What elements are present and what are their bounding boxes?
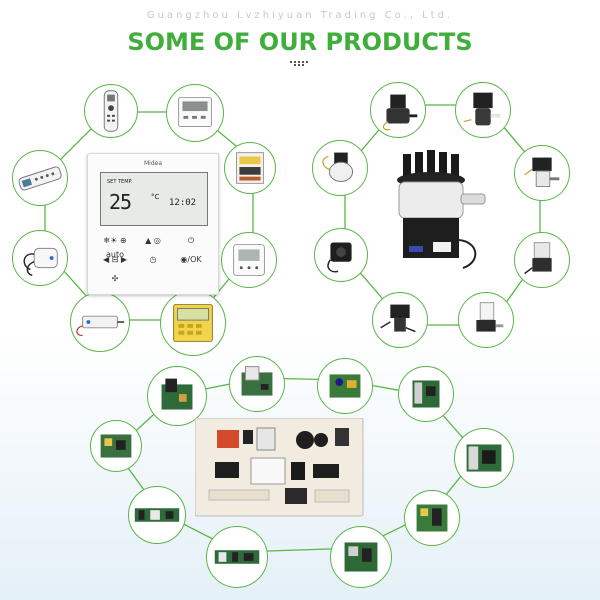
board-node-4 — [398, 366, 454, 422]
board-node-3 — [317, 358, 373, 414]
drain-pump — [397, 150, 486, 269]
temperature-readout: 25 — [109, 190, 132, 214]
thermostat-node — [166, 84, 224, 142]
pump-node-5 — [314, 228, 368, 282]
pump-node-2 — [455, 82, 511, 138]
panel-controller-node — [224, 142, 276, 194]
receiver-module-node — [12, 230, 68, 286]
remote-flat-node — [12, 150, 68, 206]
board-node-7 — [128, 486, 186, 544]
keypad: ❄☀ ⊕ auto ▲ ◎ ⏻ ◀ ⊟ ▶ ◷ ◉/OK ✣ — [98, 234, 208, 290]
remote-control-node — [84, 84, 138, 138]
pump-node-4 — [514, 145, 570, 201]
pump-node-7 — [372, 292, 428, 348]
up-key: ▲ ◎ — [145, 236, 161, 245]
control-pcb — [195, 418, 364, 517]
board-node-8 — [404, 490, 460, 546]
set-temp-label: SET TEMP. — [107, 179, 133, 185]
wall-controller-node — [221, 232, 277, 288]
pump-node-8 — [458, 292, 514, 348]
power-key: ⏻ — [187, 236, 195, 245]
mode-key: ❄☀ ⊕ auto — [103, 236, 127, 259]
board-node-6 — [454, 428, 514, 488]
pump-node-1 — [370, 82, 426, 138]
clock-readout: 12:02 — [169, 198, 197, 208]
decorative-dots — [290, 61, 310, 67]
left-right-key: ◀ ⊟ ▶ — [102, 255, 128, 264]
board-node-2 — [229, 356, 285, 412]
board-node-10 — [330, 526, 392, 588]
yellow-controller-node — [160, 290, 226, 356]
pump-node-6 — [514, 232, 570, 288]
board-node-9 — [206, 526, 268, 588]
company-name: Guangzhou Lvzhiyuan Trading Co., Ltd. — [146, 10, 454, 21]
display-board-node — [70, 292, 130, 352]
ok-key: ◉/OK — [180, 255, 202, 264]
lcd-screen: SET TEMP. 25 °C 12:02 — [100, 172, 208, 226]
brand-logo: Midea — [143, 160, 163, 167]
page-title: SOME OF OUR PRODUCTS — [127, 28, 473, 56]
wired-controller-panel: Midea SET TEMP. 25 °C 12:02 ❄☀ ⊕ auto ▲ … — [87, 153, 219, 295]
timer-key: ◷ — [149, 255, 157, 264]
fan-key: ✣ — [111, 274, 119, 283]
board-node-1 — [147, 366, 207, 426]
pump-node-3 — [312, 140, 368, 196]
temperature-unit: °C — [151, 193, 160, 201]
board-node-5 — [90, 420, 142, 472]
